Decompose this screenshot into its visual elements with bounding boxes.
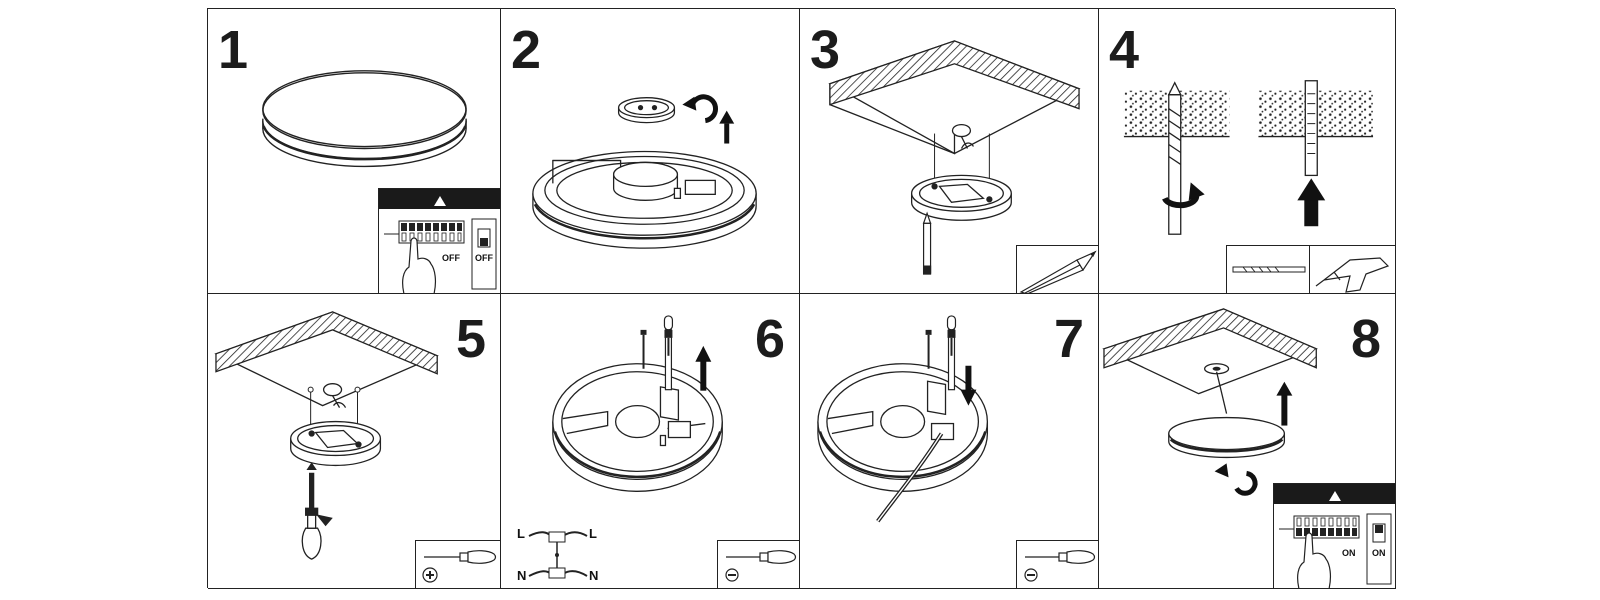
step-7-panel: 7 [800, 294, 1099, 589]
screw-icon [640, 329, 673, 369]
screwdriver-icon [1024, 550, 1096, 582]
remove-mounting-plate-illustration [532, 94, 757, 249]
drill-bit-icon [1232, 266, 1306, 273]
step-number: 3 [810, 20, 841, 80]
step-8-panel: 8 [1099, 294, 1396, 589]
screwdriver-icon [301, 462, 333, 560]
breaker-state-label: OFF [475, 253, 493, 263]
switch-state-label: ON [1342, 548, 1356, 558]
step-number: 5 [455, 309, 486, 369]
step-1-panel: 1 [208, 9, 501, 294]
wire-neutral-label-left: N [517, 568, 526, 583]
step-5-panel: 5 [208, 294, 501, 589]
mounting-plate-icon [617, 97, 676, 124]
up-arrow-icon [1297, 178, 1326, 227]
step-number: 7 [1053, 309, 1084, 369]
rotate-arrow-icon [690, 94, 719, 124]
screwdriver-icon [422, 550, 497, 583]
connect-wires-illustration [552, 315, 723, 492]
mark-holes-illustration [828, 40, 1081, 275]
mount-fixture-illustration [1102, 308, 1318, 496]
mounting-plate-icon [910, 174, 1012, 221]
wire-neutral-label-right: N [589, 568, 598, 583]
hand-icon [1297, 532, 1332, 588]
fix-mounting-plate-illustration [214, 311, 439, 560]
drill-and-plug-illustration [1123, 80, 1374, 235]
hand-icon [402, 237, 437, 293]
drill-bit-tool-inset [1226, 245, 1310, 293]
wire-live-label-left: L [517, 526, 525, 541]
step-2-panel: 2 [501, 9, 800, 294]
rotate-arrow-icon [1214, 463, 1258, 496]
step-3-panel: 3 [800, 9, 1099, 294]
pencil-tool-inset [1016, 245, 1098, 293]
step-number: 4 [1109, 20, 1140, 80]
phillips-head-icon [422, 567, 438, 583]
power-drill-tool-inset [1309, 245, 1395, 293]
up-arrow-icon [695, 345, 712, 391]
wall-plug-icon [663, 315, 674, 391]
drill-bit-icon [1167, 81, 1182, 235]
up-arrow-icon [1276, 381, 1293, 426]
flat-head-icon [1024, 568, 1038, 582]
breaker-panel-icon: ON ON [1274, 484, 1395, 588]
step-4-panel: 4 [1099, 9, 1396, 294]
wall-plug-icon [946, 315, 957, 391]
screwdriver-tool-inset [415, 540, 500, 588]
ceiling-light-icon [1168, 416, 1286, 459]
instruction-grid: 1 [207, 8, 1396, 589]
breaker-panel-inset: ON ON [1273, 483, 1395, 588]
attach-base-illustration [817, 315, 989, 523]
screwdriver-icon [725, 550, 797, 582]
step-6-panel: 6 [501, 294, 800, 589]
step-number: 1 [218, 20, 249, 80]
power-drill-icon [1315, 257, 1390, 293]
breaker-state-label: ON [1372, 548, 1386, 558]
wall-plug-icon [1304, 80, 1318, 177]
terminal-block-icon: L L N N [517, 526, 598, 583]
switch-state-label: OFF [442, 253, 460, 263]
flat-head-icon [725, 568, 739, 582]
wire-live-label-right: L [589, 526, 597, 541]
pencil-icon [922, 211, 932, 275]
step-number: 6 [754, 309, 785, 369]
step-number: 8 [1350, 309, 1381, 369]
pencil-icon [1019, 250, 1097, 293]
down-arrow-icon [960, 365, 977, 406]
mounting-plate-icon [290, 420, 382, 467]
ceiling-light-illustration [262, 70, 467, 168]
step-number: 2 [511, 20, 542, 80]
screwdriver-tool-inset [717, 540, 799, 588]
breaker-panel-icon: OFF OFF [379, 189, 500, 293]
breaker-panel-inset: OFF OFF [378, 188, 500, 293]
rotate-arrow-icon [1162, 182, 1205, 209]
screwdriver-tool-inset [1016, 540, 1098, 588]
up-arrow-icon [719, 110, 735, 144]
